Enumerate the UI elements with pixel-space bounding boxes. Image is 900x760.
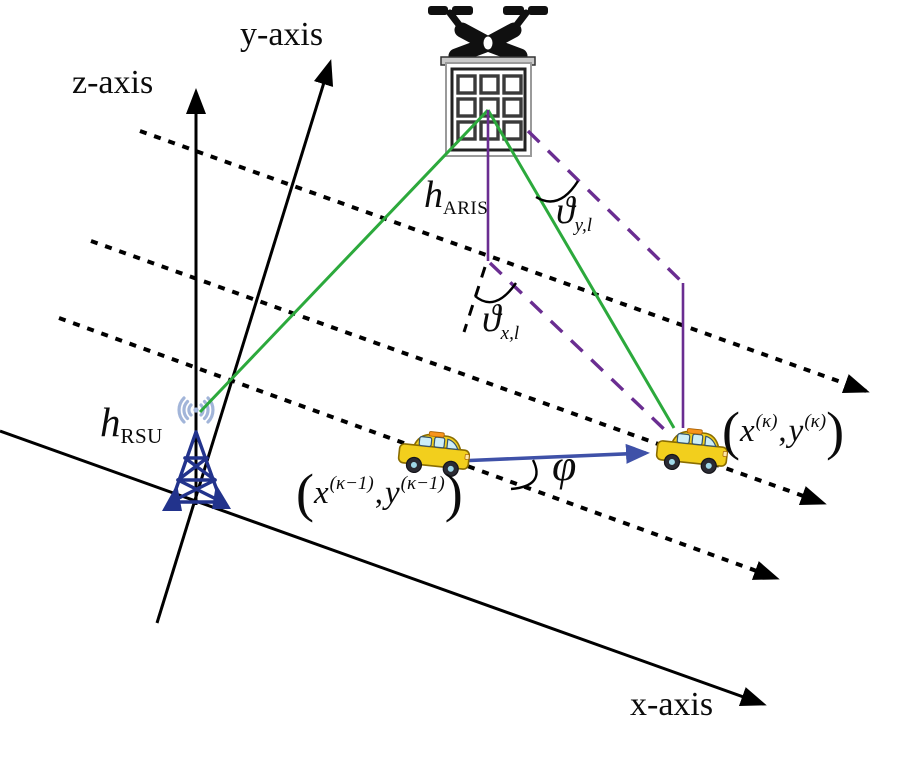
theta-y-arc	[535, 180, 580, 203]
theta-x-label: ϑx,l	[482, 298, 520, 344]
z-axis-label: z-axis	[72, 64, 154, 101]
theta-x-arc	[474, 282, 517, 304]
aris-projection-dashed-upper	[526, 129, 685, 285]
current-position-coords: (x(κ),y(κ))	[722, 401, 845, 461]
vehicle-heading-arrow	[457, 443, 650, 464]
previous-position-coords: (x(κ−1),y(κ−1))	[296, 463, 463, 523]
y-axis-label: y-axis	[240, 16, 324, 53]
phi-arc	[510, 459, 538, 491]
aris-projection-dashed-lower	[488, 261, 668, 433]
x-axis-label: x-axis	[630, 686, 714, 723]
heading-angle-label: φ	[552, 441, 577, 490]
y-axis-line	[155, 59, 334, 624]
x-axis-line	[0, 429, 767, 707]
rsu-to-aris-link	[198, 108, 490, 414]
radio-waves-icon	[177, 396, 215, 424]
aris-to-vehicle-link	[486, 109, 676, 429]
geometry-lines	[198, 108, 685, 491]
drone-icon	[428, 6, 548, 66]
theta-y-label: ϑy,l	[556, 190, 593, 236]
rsu-height-label: hRSU	[100, 399, 163, 448]
lane-line-top	[139, 129, 870, 393]
car-current-position-icon	[654, 424, 731, 476]
rsu-tower-icon	[162, 396, 231, 511]
aris-height-label: hARIS	[424, 174, 489, 219]
